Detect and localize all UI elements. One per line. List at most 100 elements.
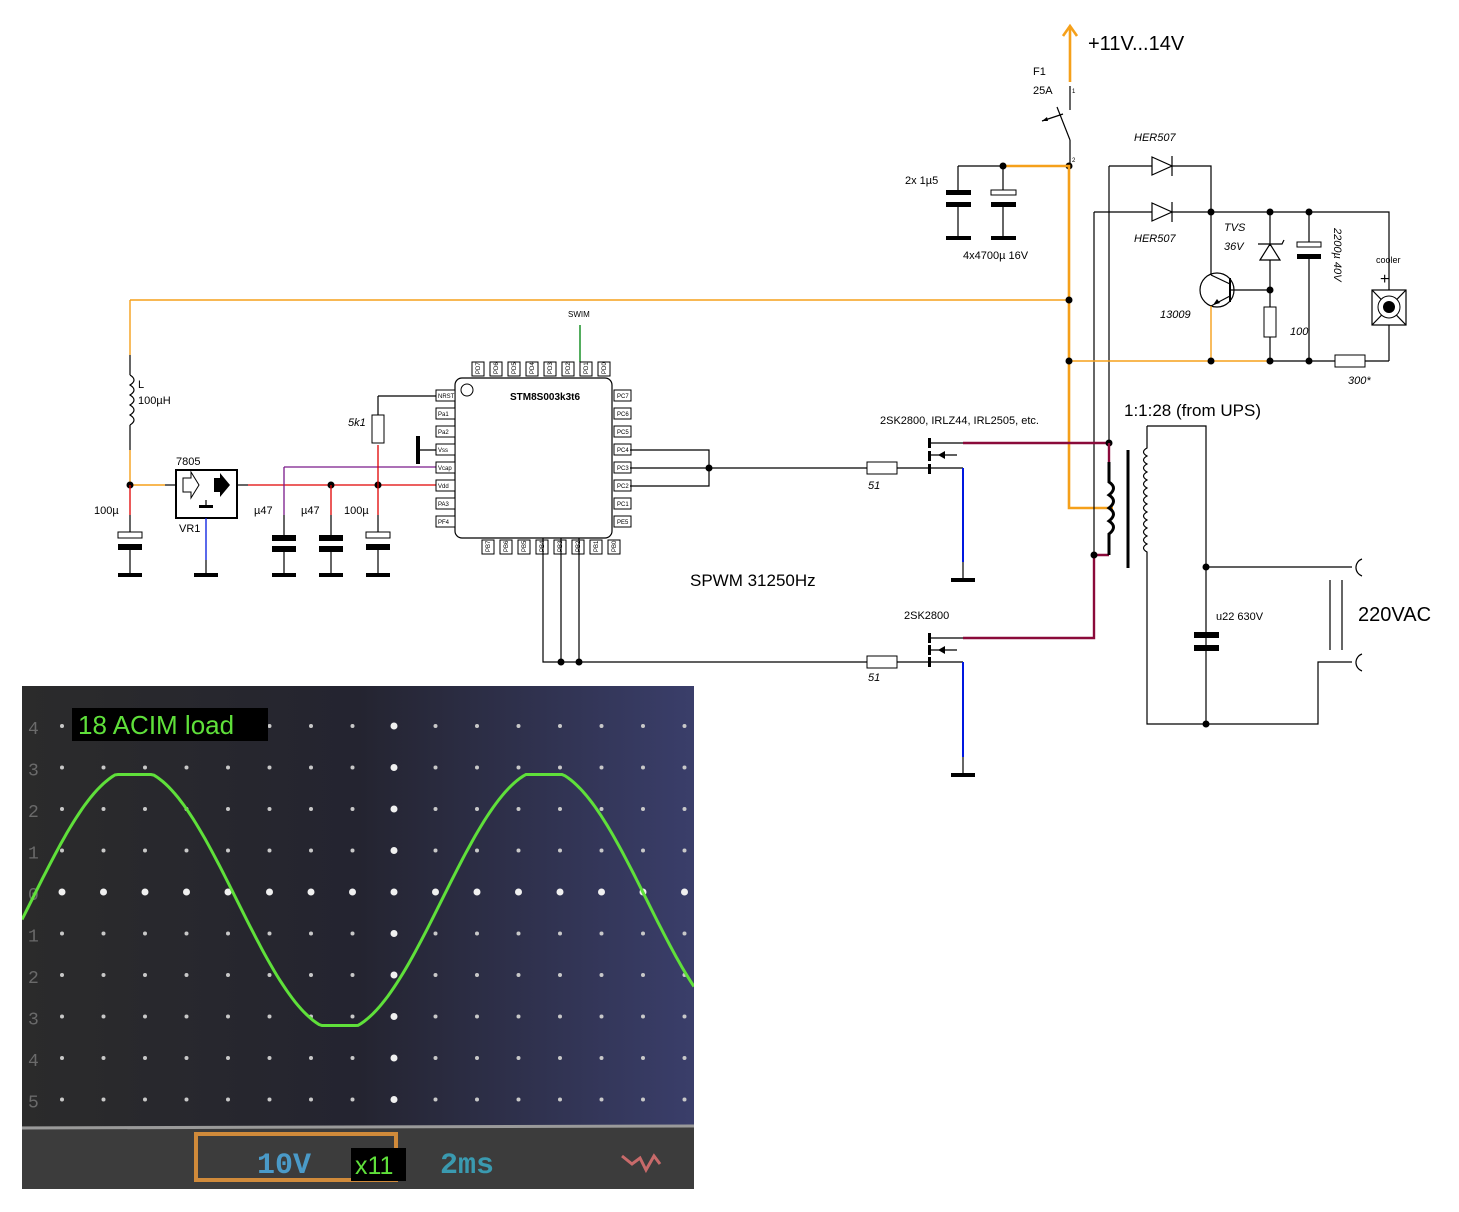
grid-dot [558, 931, 562, 936]
inductor-name: L [138, 379, 144, 391]
grid-dot [433, 1097, 438, 1102]
grid-dot [350, 1056, 355, 1060]
diode-top-label: HER507 [1134, 132, 1176, 144]
grid-dot [390, 971, 398, 979]
grid-dot [350, 807, 355, 811]
grid-dot [598, 888, 605, 896]
grid-dot [60, 848, 64, 853]
grid-dot [349, 888, 356, 896]
fuse-name: F1 [1033, 66, 1046, 78]
grid-dot [599, 807, 604, 811]
swim-label: SWIM [568, 310, 590, 319]
grid-dot [475, 765, 479, 770]
mcu-pin: PD6 [489, 361, 503, 377]
grid-dot [516, 848, 521, 853]
mcu-pin: PC3 [613, 461, 632, 474]
grid-dot [516, 931, 521, 936]
mcu-pin: PE5 [613, 515, 632, 528]
regulator-circuit: L 100µH 100µ 7805 VR1 µ47 [94, 355, 460, 577]
svg-text:Vdd: Vdd [438, 484, 449, 490]
mcu-pin: PB0 [607, 539, 621, 555]
grid-dot [473, 888, 481, 896]
mcu-pin: PF4 [435, 515, 456, 528]
grid-dot [60, 931, 64, 936]
grid-dot [226, 1097, 230, 1102]
timebase: 2ms [440, 1149, 494, 1183]
cap1-label: µ47 [254, 505, 273, 517]
grid-dot [516, 1014, 521, 1019]
transistor-label: 13009 [1160, 309, 1191, 321]
grid-dot [641, 1014, 645, 1019]
grid-dot [143, 1014, 147, 1019]
volts-div: 10V [257, 1149, 311, 1183]
clamp-circuit: HER507 HER507 TVS 36V 13009 100 [1065, 132, 1407, 552]
scope-y-label: 4 [28, 720, 39, 740]
grid-dot [390, 1013, 398, 1020]
grid-dot [224, 888, 232, 896]
grid-dot [682, 765, 687, 770]
regulator-part: 7805 [176, 456, 200, 468]
elec-caps-label: 4x4700µ 16V [963, 250, 1029, 262]
grid-dot [101, 1097, 106, 1102]
grid-dot [599, 973, 604, 977]
grid-dot [682, 807, 687, 811]
grid-dot [390, 847, 398, 854]
grid-dot [226, 765, 230, 770]
grid-dot [682, 1056, 687, 1060]
grid-dot [558, 765, 562, 770]
grid-dot [143, 931, 147, 936]
grid-dot [390, 805, 398, 813]
scope-y-label: 1 [28, 845, 39, 865]
supply-voltage-label: +11V...14V [1088, 33, 1185, 55]
mcu-pin: PC5 [613, 425, 632, 438]
grid-dot [350, 1097, 355, 1102]
svg-text:PA3: PA3 [438, 502, 450, 508]
grid-dot [60, 765, 64, 770]
grid-dot [226, 973, 230, 977]
svg-text:PD5: PD5 [512, 362, 518, 374]
mcu-pin: Pa2 [435, 425, 456, 438]
grid-dot [641, 1056, 645, 1060]
grid-dot [143, 807, 147, 811]
grid-dot [60, 807, 64, 811]
grid-dot [599, 931, 604, 936]
grid-dot [433, 807, 438, 811]
mcu-pin: Pa1 [435, 407, 456, 420]
grid-dot [184, 765, 189, 770]
grid-dot [267, 765, 272, 770]
grid-dot [350, 931, 355, 936]
mcu-pin: PC7 [613, 389, 632, 402]
mcu-pin: PD2 [561, 361, 575, 377]
grid-dot [350, 848, 355, 853]
grid-dot [390, 764, 398, 771]
grid-dot [558, 724, 562, 728]
grid-dot [143, 1097, 147, 1102]
mcu-pin: PB5 [517, 539, 531, 555]
fuse-switch-icon [1056, 106, 1071, 141]
grid-dot [641, 931, 645, 936]
grid-dot [143, 1056, 147, 1060]
ac-socket-icon [1355, 653, 1363, 672]
ac-socket-icon [1355, 558, 1363, 577]
mcu-pin: PD4 [525, 361, 539, 377]
mcu-pin: PC2 [613, 479, 632, 492]
grid-dot [433, 1056, 438, 1060]
grid-dot [558, 1097, 562, 1102]
grid-dot [143, 765, 147, 770]
grid-dot [266, 888, 273, 896]
grid-dot [184, 931, 189, 936]
svg-text:PD6: PD6 [494, 362, 500, 374]
grid-dot [226, 848, 230, 853]
fan-icon [1371, 289, 1407, 326]
filter-cap-label: u22 630V [1216, 611, 1264, 623]
transformer-label: 1:1:28 (from UPS) [1124, 401, 1261, 420]
grid-dot [515, 888, 522, 896]
grid-dot [309, 931, 313, 936]
base-resistor-label: 100 [1290, 326, 1309, 338]
ac-output-label: 220VAC [1358, 604, 1431, 626]
grid-dot [143, 848, 147, 853]
grid-dot [58, 888, 66, 896]
svg-text:PB6: PB6 [504, 540, 510, 552]
